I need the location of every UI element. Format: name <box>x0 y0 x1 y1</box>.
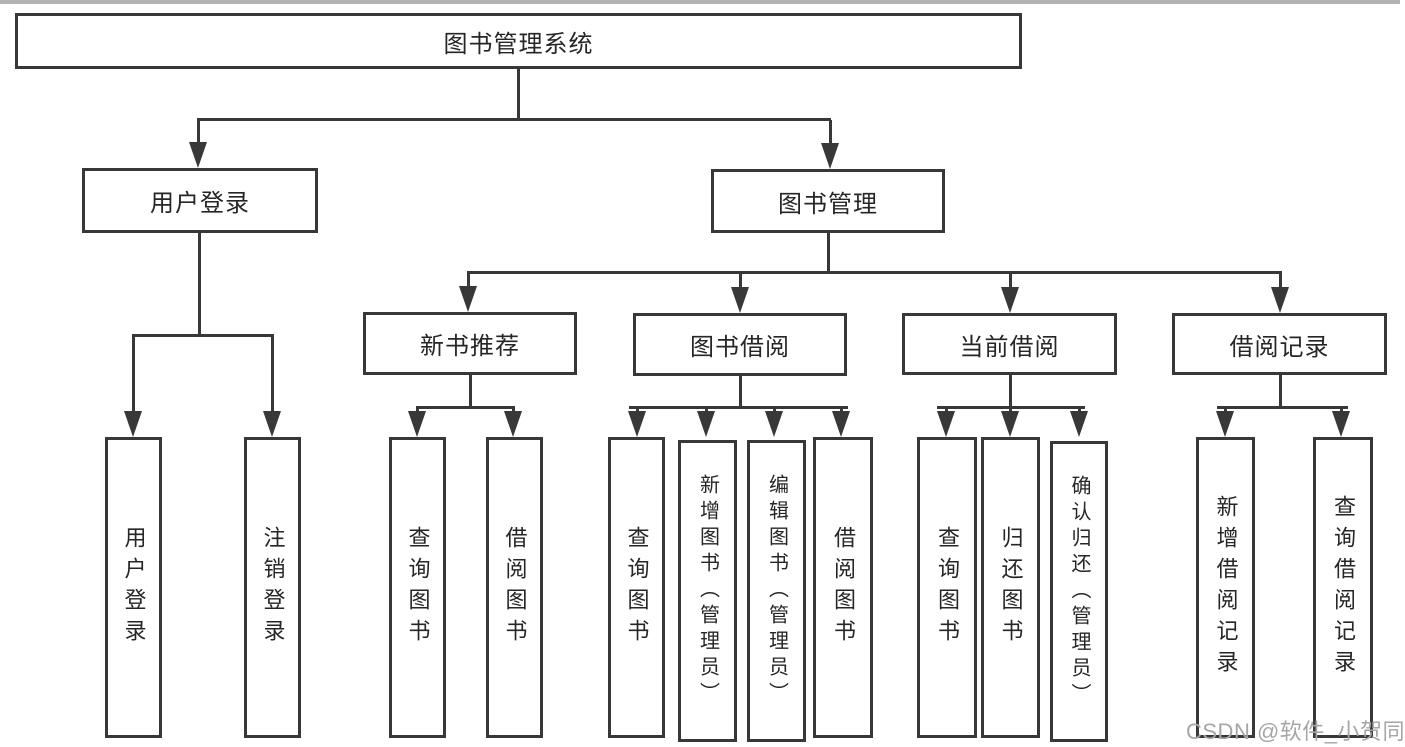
connector-line <box>739 376 742 408</box>
node-label: 新书推荐 <box>420 333 520 360</box>
node-label: 图书管理系统 <box>443 30 594 58</box>
connector-line <box>739 273 742 289</box>
leaf-borrow-books-borrowing: 借阅图书 <box>813 437 873 738</box>
connector-line <box>517 69 520 119</box>
leaf-user-login: 用户登录 <box>105 437 162 738</box>
node-label: 确认归还（管理员） <box>1068 474 1090 709</box>
node-label: 图书管理 <box>778 190 878 218</box>
connector-line <box>1279 273 1282 289</box>
arrow-down-icon <box>1001 287 1019 313</box>
node-label: 查询图书 <box>935 525 960 650</box>
connector-line <box>132 334 274 337</box>
arrow-down-icon <box>124 411 142 437</box>
arrow-down-icon <box>1070 411 1088 437</box>
arrow-down-icon <box>731 287 749 313</box>
connector-line <box>827 233 830 273</box>
arrow-down-icon <box>628 411 646 437</box>
connector-line <box>416 406 515 409</box>
node-label: 归还图书 <box>998 525 1024 650</box>
connector-line <box>132 336 135 413</box>
node-label: 查询图书 <box>624 525 650 650</box>
node-label: 图书借阅 <box>690 334 790 361</box>
node-new-book-recommend: 新书推荐 <box>363 312 577 375</box>
arrow-down-icon <box>1271 287 1289 313</box>
arrow-down-icon <box>821 143 839 169</box>
node-label: 用户登录 <box>150 190 250 217</box>
leaf-query-borrow-record: 查询借阅记录 <box>1313 437 1373 738</box>
node-label: 借阅图书 <box>831 525 856 650</box>
arrow-down-icon <box>1216 411 1234 437</box>
node-label: 查询图书 <box>405 525 431 650</box>
connector-line <box>271 336 274 413</box>
connector-line <box>937 406 1085 409</box>
node-book-borrowing: 图书借阅 <box>633 313 847 376</box>
connector-line <box>197 120 200 146</box>
node-label: 当前借阅 <box>959 333 1060 361</box>
connector-line <box>467 273 470 289</box>
arrow-down-icon <box>1332 411 1350 437</box>
csdn-watermark: CSDN @软件_小贺同学 <box>1186 719 1405 744</box>
leaf-query-books-current: 查询图书 <box>917 437 977 738</box>
node-label: 借阅记录 <box>1229 333 1330 361</box>
arrow-down-icon <box>263 411 281 437</box>
leaf-confirm-return-admin: 确认归还（管理员） <box>1050 441 1108 742</box>
node-label: 注销登录 <box>260 525 286 650</box>
node-label: 编辑图书（管理员） <box>765 474 788 708</box>
node-label: 查询借阅记录 <box>1331 494 1356 681</box>
arrow-down-icon <box>697 411 715 437</box>
leaf-return-book: 归还图书 <box>981 437 1040 738</box>
connector-line <box>198 233 201 337</box>
arrow-down-icon <box>765 411 783 437</box>
leaf-logout: 注销登录 <box>244 437 301 738</box>
connector-line <box>467 271 1282 274</box>
connector-line <box>829 120 832 146</box>
connector-line <box>469 375 472 408</box>
leaf-add-book-admin: 新增图书（管理员） <box>678 440 737 742</box>
arrow-down-icon <box>459 286 477 312</box>
leaf-edit-book-admin: 编辑图书（管理员） <box>747 440 806 742</box>
node-label: 新增借阅记录 <box>1213 494 1239 681</box>
arrow-down-icon <box>937 411 955 437</box>
node-label: 用户登录 <box>121 525 147 650</box>
connector-line <box>1009 375 1012 408</box>
top-edge-artifact-line <box>0 0 1400 4</box>
arrow-down-icon <box>1001 411 1019 437</box>
node-borrowing-records: 借阅记录 <box>1172 313 1387 375</box>
leaf-borrow-books-recommend: 借阅图书 <box>486 437 543 738</box>
connector-line <box>1279 375 1282 408</box>
leaf-query-books-borrowing: 查询图书 <box>608 437 665 738</box>
node-current-borrowing: 当前借阅 <box>902 313 1117 375</box>
leaf-add-borrow-record: 新增借阅记录 <box>1196 437 1255 738</box>
connector-line <box>629 406 848 409</box>
node-user-login: 用户登录 <box>82 168 318 233</box>
arrow-down-icon <box>408 411 426 437</box>
leaf-query-books-recommend: 查询图书 <box>389 437 446 738</box>
arrow-down-icon <box>189 142 207 168</box>
arrow-down-icon <box>504 411 522 437</box>
node-label: 新增图书（管理员） <box>696 474 719 708</box>
node-label: 借阅图书 <box>502 525 528 650</box>
arrow-down-icon <box>832 411 850 437</box>
node-root-library-system: 图书管理系统 <box>15 13 1022 69</box>
connector-line <box>197 118 831 121</box>
node-book-management: 图书管理 <box>711 169 945 233</box>
connector-line <box>1217 406 1348 409</box>
connector-line <box>1009 273 1012 289</box>
